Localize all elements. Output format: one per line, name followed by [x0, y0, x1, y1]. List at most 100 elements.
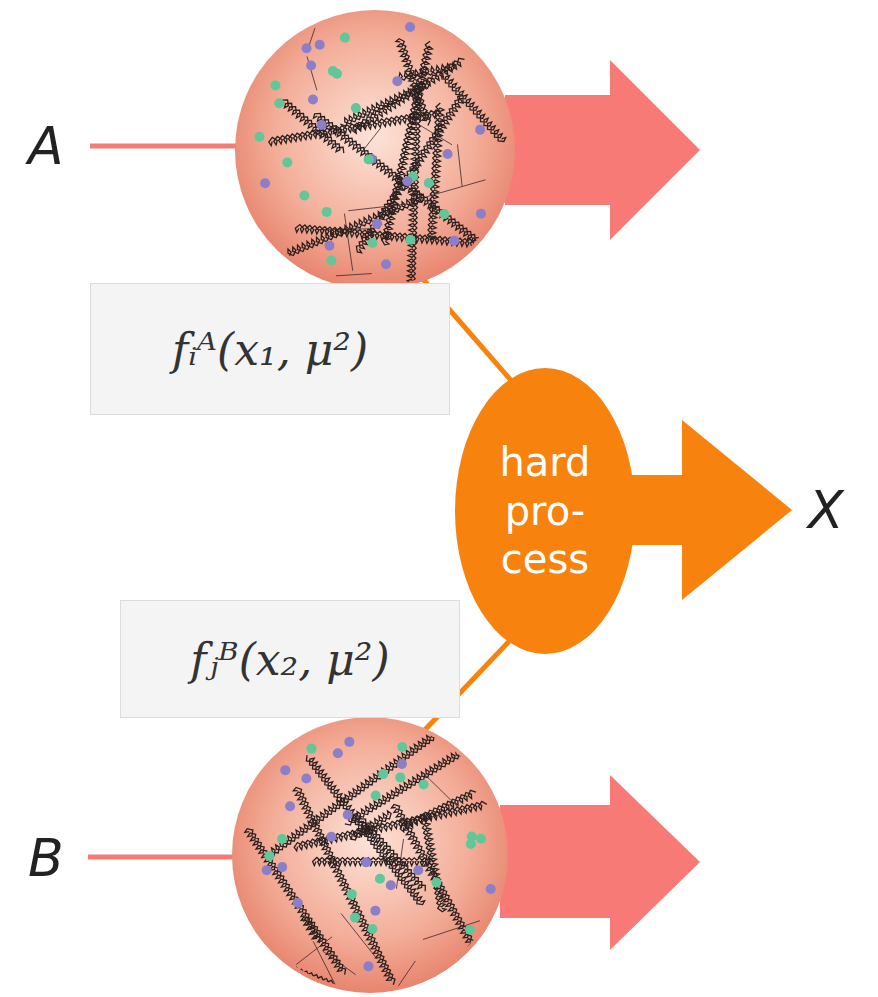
parton-dot	[449, 236, 459, 246]
parton-dot	[364, 154, 374, 164]
gluon-line	[245, 829, 346, 975]
quark-line	[344, 214, 352, 271]
parton-dot	[405, 22, 415, 32]
parton-dot	[306, 60, 316, 70]
parton-dot	[344, 737, 354, 747]
parton-dot	[340, 33, 350, 43]
pdf-box: fᵢᴬ(x₁, μ²)	[90, 283, 450, 415]
remnant-arrow	[500, 775, 700, 950]
parton-dot	[274, 98, 284, 108]
parton-dot	[306, 744, 316, 754]
gluon-line	[350, 811, 391, 840]
parton-dot	[299, 190, 309, 200]
parton-dot	[315, 40, 325, 50]
parton-dot	[326, 832, 336, 842]
hard-process-ellipse: hard pro- cess	[455, 368, 635, 654]
parton-dot	[343, 810, 353, 820]
parton-dot	[282, 157, 292, 167]
particle-label: X	[808, 484, 844, 536]
parton-dot	[397, 742, 407, 752]
parton-dot	[419, 779, 429, 789]
quark-line	[425, 774, 465, 813]
parton-dot	[405, 235, 415, 245]
quark-line	[423, 921, 480, 940]
quark-line	[361, 128, 381, 153]
particle-label: B	[28, 832, 64, 884]
parton-dot	[486, 884, 496, 894]
parton-dot	[413, 865, 423, 875]
formula-text: fⱼᴮ(x₂, μ²)	[190, 634, 389, 685]
gluon-line	[268, 727, 442, 856]
beam-line	[90, 144, 240, 149]
parton-dot	[280, 765, 290, 775]
parton-dot	[308, 95, 318, 105]
parton-dot	[322, 207, 332, 217]
parton-dot	[302, 43, 312, 53]
parton-dot	[270, 80, 280, 90]
gluon-line	[281, 100, 344, 153]
gluon-line	[391, 805, 489, 974]
parton-dot	[277, 834, 287, 844]
formula-text: fᵢᴬ(x₁, μ²)	[172, 324, 368, 375]
parton-dot	[293, 898, 303, 908]
parton-dot	[324, 241, 334, 251]
parton-dot	[392, 76, 402, 86]
parton-dot	[431, 878, 441, 888]
parton-dot	[475, 125, 485, 135]
quark-line	[392, 961, 415, 995]
parton-dot	[326, 255, 336, 265]
quark-line	[313, 941, 341, 995]
gluon-line	[293, 787, 395, 984]
parton-dot	[367, 924, 377, 934]
quark-line	[257, 962, 282, 997]
parton-dot	[351, 103, 361, 113]
parton-dot	[378, 769, 388, 779]
gluon-line	[400, 790, 476, 831]
parton-dot	[402, 176, 412, 186]
parton-dot	[254, 132, 264, 142]
pdf-box: fⱼᴮ(x₂, μ²)	[120, 600, 460, 718]
parton-dot	[386, 880, 396, 890]
quark-line	[348, 204, 406, 210]
parton-dot	[371, 790, 381, 800]
particle-label: A	[28, 120, 64, 172]
parton-dot	[333, 748, 343, 758]
quark-line	[336, 274, 372, 276]
gluon-line	[313, 858, 434, 866]
quark-line	[307, 56, 317, 90]
quark-line	[341, 914, 377, 959]
output-arrow	[620, 420, 792, 600]
beam-line	[88, 855, 235, 860]
parton-dot	[439, 209, 449, 219]
parton-dot	[465, 925, 475, 935]
parton-dot	[262, 865, 272, 875]
parton-dot	[395, 772, 405, 782]
hadron-sphere	[235, 10, 515, 290]
parton-dot	[368, 238, 378, 248]
hadron-sphere	[232, 717, 508, 993]
quark-line	[428, 983, 462, 987]
gluon-line	[294, 801, 487, 851]
parton-dot	[301, 774, 311, 784]
quark-line	[308, 0, 328, 50]
parton-dot	[264, 851, 274, 861]
quark-line	[427, 180, 485, 197]
remnant-arrow	[505, 60, 700, 240]
quark-line	[316, 228, 375, 230]
quark-line	[457, 144, 462, 186]
quark-line	[416, 123, 453, 145]
parton-dot	[372, 219, 382, 229]
parton-dot	[277, 862, 287, 872]
parton-dot	[397, 759, 407, 769]
process-label: hard pro- cess	[485, 438, 605, 584]
parton-dot	[332, 69, 342, 79]
parton-dot	[375, 874, 385, 884]
quark-line	[296, 937, 332, 965]
parton-dot	[476, 209, 486, 219]
parton-dot	[363, 961, 373, 971]
parton-dot	[466, 839, 476, 849]
gluon-line	[358, 819, 425, 892]
parton-dot	[370, 906, 380, 916]
